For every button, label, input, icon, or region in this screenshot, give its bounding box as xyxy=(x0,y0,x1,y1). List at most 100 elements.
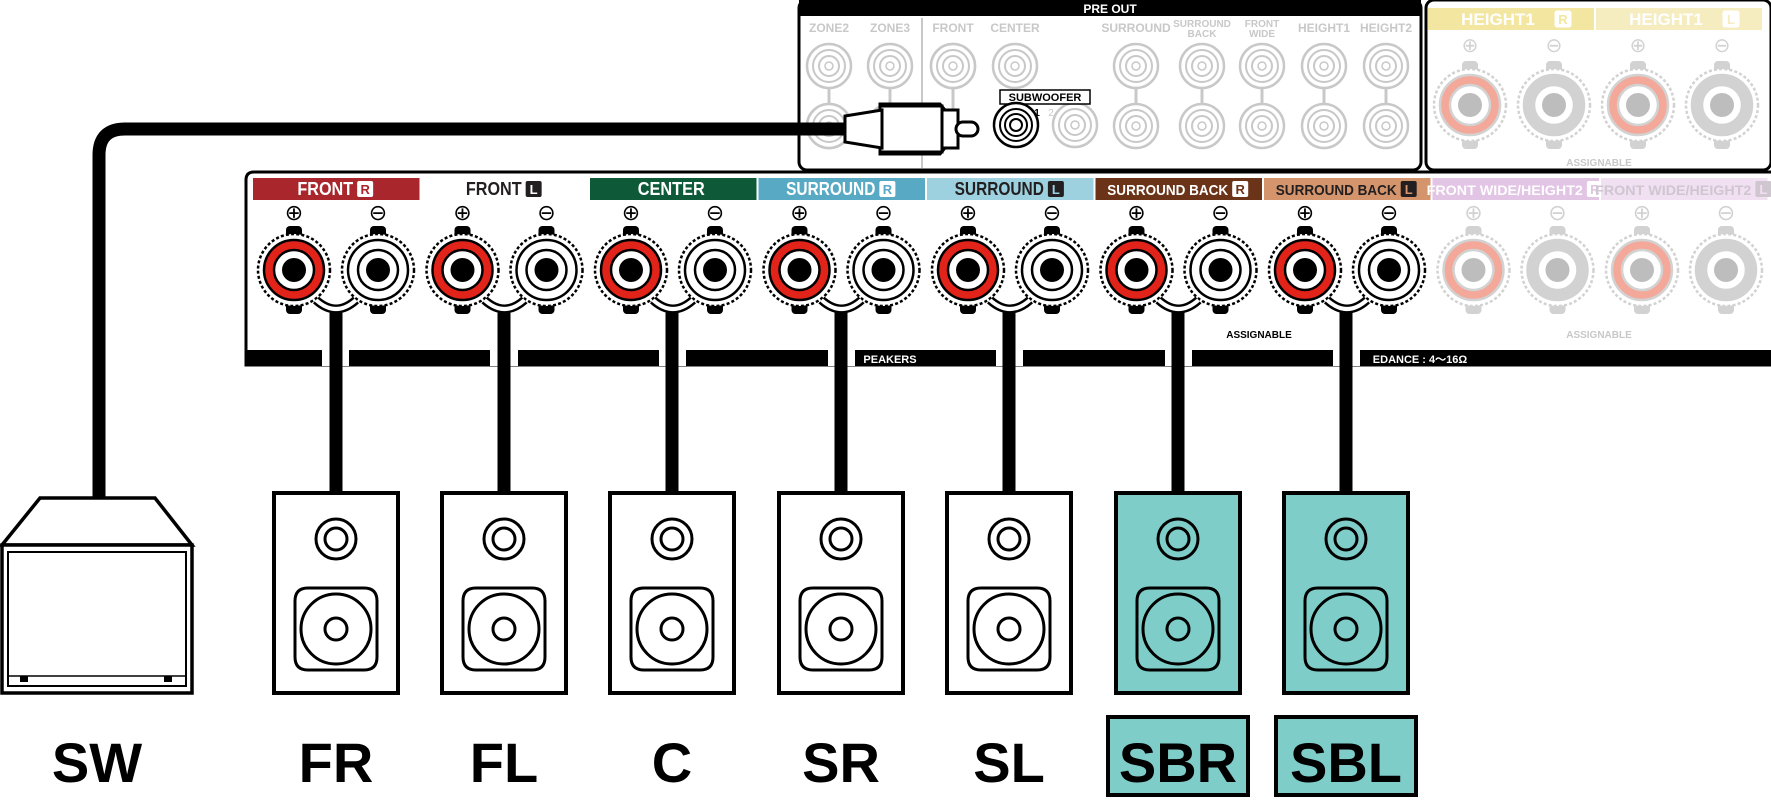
terminal-negative[interactable] xyxy=(1688,226,1764,314)
subwoofer-jack-2[interactable] xyxy=(1051,101,1099,149)
preout-jack-bottom[interactable] xyxy=(1300,102,1348,150)
side-badge: R xyxy=(883,182,893,197)
subwoofer-label-box xyxy=(999,89,1091,105)
terminals: ⊕⊖⊕⊖⊕⊖⊕⊖⊕⊖⊕⊖⊕⊖⊕⊖⊕⊖ xyxy=(256,200,1764,314)
terminal-positive[interactable] xyxy=(762,226,837,314)
preout-jack-top[interactable] xyxy=(805,42,853,90)
subwoofer-cable xyxy=(92,102,980,498)
height-frame xyxy=(1424,0,1771,172)
speaker-label-fr: FR xyxy=(299,731,374,794)
preout-label-line-1: FRONT xyxy=(1245,19,1279,30)
subwoofer-box xyxy=(0,496,196,695)
speaker-label-c: C xyxy=(652,731,692,794)
preout-jack-bottom[interactable] xyxy=(1238,102,1286,150)
terminal-positive[interactable] xyxy=(930,226,1006,314)
speaker-label-sl: SL xyxy=(973,731,1045,794)
preout-jack-bottom[interactable] xyxy=(1112,102,1160,150)
terminal-negative[interactable] xyxy=(1351,226,1427,314)
rca-plug-boot xyxy=(843,108,884,150)
preout-jack-top[interactable] xyxy=(1238,42,1286,90)
side-badge: R xyxy=(1236,182,1246,197)
terminal-negative[interactable] xyxy=(340,226,416,314)
preout-jack-bottom[interactable] xyxy=(1362,102,1410,150)
preout-label: HEIGHT1 xyxy=(1298,21,1350,35)
plus-sign: ⊕ xyxy=(285,200,303,225)
side-badge-bg xyxy=(1586,181,1603,197)
terminal-negative[interactable] xyxy=(846,226,921,314)
preout-label: ZONE2 xyxy=(809,21,849,35)
height-assignable: ASSIGNABLE xyxy=(1566,158,1632,169)
preout-label-line-2: BACK xyxy=(1188,29,1218,40)
cable-clip-inner xyxy=(651,298,695,311)
plus-sign: ⊕ xyxy=(622,200,640,225)
preout-jack-top[interactable] xyxy=(1300,42,1348,90)
assignable-label-2: ASSIGNABLE xyxy=(1566,330,1632,341)
channel-header-label: FRONT xyxy=(297,179,353,199)
preout-jack-top[interactable] xyxy=(1178,42,1226,90)
terminal-positive[interactable] xyxy=(1099,226,1174,314)
terminal-positive[interactable] xyxy=(425,226,500,314)
side-badge-bg xyxy=(525,181,542,197)
subwoofer-jack-1[interactable] xyxy=(992,101,1040,149)
terminal-positive[interactable] xyxy=(1267,226,1343,314)
side-badge: R xyxy=(360,182,370,197)
height-terminal-positive[interactable] xyxy=(1600,61,1676,149)
height-terminal-negative[interactable] xyxy=(1684,61,1760,149)
minus-sign: ⊖ xyxy=(1380,200,1398,225)
preout-jack-top[interactable] xyxy=(1362,42,1410,90)
side-badge-bg xyxy=(1047,181,1064,197)
speaker-sbr xyxy=(1114,491,1242,695)
height-header-label: HEIGHT1 xyxy=(1461,10,1535,29)
cable-clip-inner xyxy=(1157,298,1200,311)
minus-sign: ⊖ xyxy=(1714,35,1731,57)
plus-sign: ⊕ xyxy=(790,200,808,225)
cable-clip-inner xyxy=(483,298,526,311)
height-terminal-positive[interactable] xyxy=(1432,61,1508,149)
height-header xyxy=(1428,8,1594,30)
height-terminal-negative[interactable] xyxy=(1516,61,1592,149)
minus-sign: ⊖ xyxy=(369,200,387,225)
terminal-negative[interactable] xyxy=(1520,226,1595,314)
sub-num-1: 1 xyxy=(1034,108,1040,119)
terminal-negative[interactable] xyxy=(1014,226,1090,314)
minus-sign: ⊖ xyxy=(874,200,892,225)
preout-jack-top[interactable] xyxy=(1112,42,1160,90)
cable-clip-inner xyxy=(820,298,863,311)
terminal-positive[interactable] xyxy=(593,226,669,314)
terminal-positive[interactable] xyxy=(1436,226,1511,314)
speaker-panel-frame xyxy=(244,170,1771,367)
channel-header-bg xyxy=(1601,178,1768,200)
speaker-label-sbl: SBL xyxy=(1290,731,1402,794)
plus-sign: ⊕ xyxy=(453,200,471,225)
terminal-negative[interactable] xyxy=(1183,226,1258,314)
channel-header-bg xyxy=(421,178,588,200)
terminal-negative[interactable] xyxy=(509,226,584,314)
preout-label: CENTER xyxy=(990,21,1040,35)
preout-title: PRE OUT xyxy=(1083,2,1137,16)
channel-header-label: FRONT WIDE/HEIGHT2 xyxy=(1595,182,1751,198)
channel-header-bg xyxy=(1432,178,1599,200)
terminal-positive[interactable] xyxy=(256,226,332,314)
terminal-negative[interactable] xyxy=(677,226,753,314)
speaker-label-box xyxy=(1274,715,1418,797)
preout-title-bar xyxy=(799,0,1421,16)
subwoofer-label: SUBWOOFER xyxy=(1009,92,1082,104)
plus-sign: ⊕ xyxy=(1630,35,1647,57)
side-badge-bg xyxy=(1400,181,1417,197)
minus-sign: ⊖ xyxy=(1717,200,1735,225)
preout-label-line-2: WIDE xyxy=(1249,29,1275,40)
preout-jack-top[interactable] xyxy=(866,42,914,90)
front-preout-jack[interactable] xyxy=(929,42,977,90)
preout-jack-bottom[interactable] xyxy=(1178,102,1226,150)
side-badge-bg xyxy=(879,181,896,197)
channel-header-label: SURROUND BACK xyxy=(1107,182,1228,199)
speaker-fl xyxy=(440,491,568,695)
center-preout-jack[interactable] xyxy=(991,42,1039,90)
height-side-badge: R xyxy=(1558,12,1568,27)
channel-header-bg xyxy=(253,178,420,200)
terminal-positive[interactable] xyxy=(1604,226,1680,314)
speaker-sr xyxy=(777,491,905,695)
